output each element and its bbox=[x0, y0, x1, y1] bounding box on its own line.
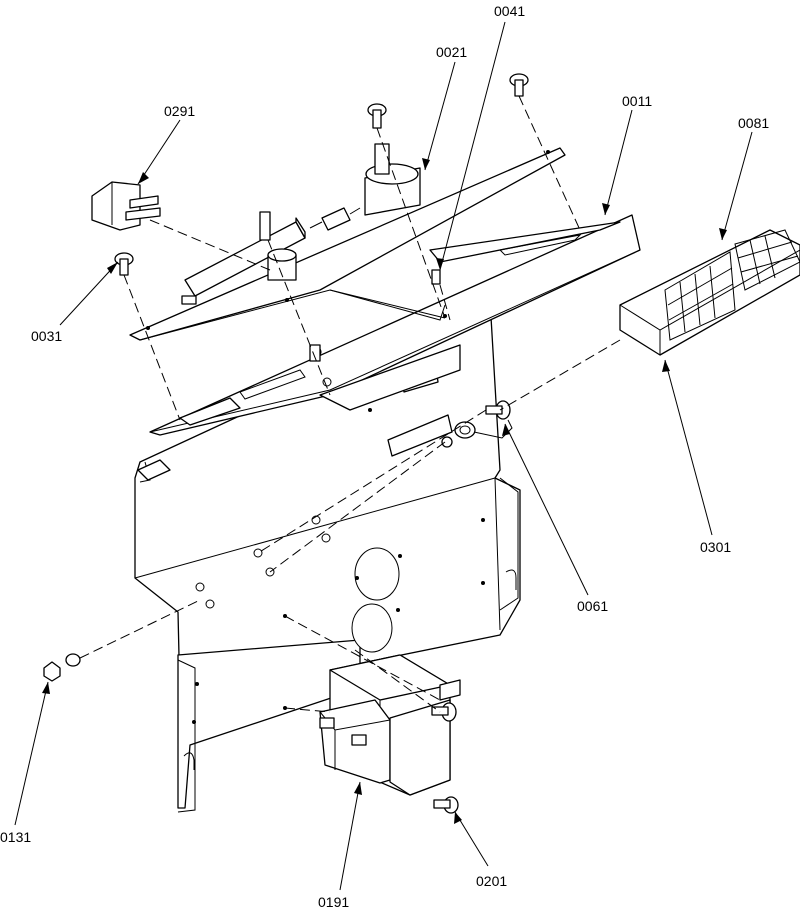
assembly-lines bbox=[79, 95, 621, 713]
tray-0011 bbox=[149, 214, 641, 436]
callout-0031: 0031 bbox=[31, 328, 62, 344]
nuts-0131 bbox=[43, 653, 81, 682]
screw-top-right bbox=[509, 73, 529, 97]
screw-top-left bbox=[367, 103, 387, 129]
callout-0011: 0011 bbox=[622, 93, 652, 109]
callout-0061: 0061 bbox=[577, 598, 608, 614]
callout-labels: 0041 0021 0011 0081 0291 0031 0301 0061 … bbox=[0, 3, 769, 909]
callout-0191: 0191 bbox=[318, 894, 349, 909]
callout-0301: 0301 bbox=[700, 539, 731, 555]
callout-0041: 0041 bbox=[494, 3, 525, 19]
callout-0021: 0021 bbox=[436, 44, 467, 60]
board-0021 bbox=[129, 143, 566, 362]
callout-0131: 0131 bbox=[0, 829, 31, 845]
arrow-heads bbox=[42, 158, 727, 824]
opening-upper bbox=[354, 547, 400, 601]
screw-0201 bbox=[433, 796, 459, 814]
opening-lower bbox=[351, 603, 393, 653]
callout-0201: 0201 bbox=[476, 873, 507, 889]
terminal-block-0081 bbox=[619, 229, 800, 356]
screw-0031 bbox=[114, 252, 134, 276]
callout-0081: 0081 bbox=[738, 115, 769, 131]
transformer-0191 bbox=[319, 654, 461, 796]
connector-0291 bbox=[91, 181, 161, 231]
callout-0291: 0291 bbox=[164, 103, 195, 119]
leader-lines bbox=[14, 21, 753, 891]
